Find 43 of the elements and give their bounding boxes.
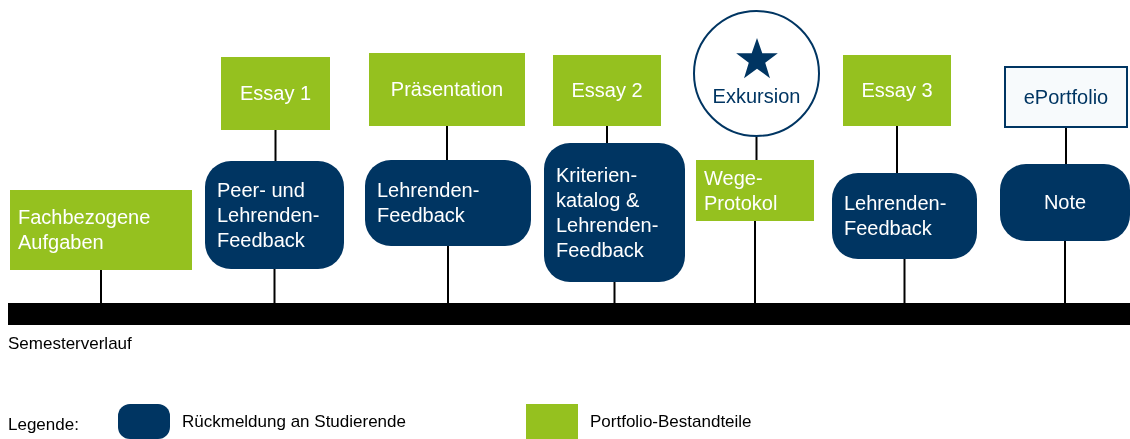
connector-line xyxy=(606,125,608,144)
connector-line xyxy=(1064,240,1066,304)
node-label: Note xyxy=(1042,190,1088,215)
feedback-box xyxy=(832,173,977,259)
axis-label: Semesterverlauf xyxy=(8,333,132,355)
node-label: Lehrenden-Feedback xyxy=(843,191,948,241)
connector-line xyxy=(613,281,616,304)
connector-line xyxy=(896,125,898,174)
feedback-box xyxy=(365,160,531,246)
connector-line xyxy=(903,258,906,304)
connector-line xyxy=(1065,127,1067,165)
portfolio-box xyxy=(369,53,525,126)
legend-title: Legende: xyxy=(8,414,79,436)
connector-line xyxy=(447,245,449,304)
portfolio-box xyxy=(696,160,814,221)
node-label: Exkursion xyxy=(711,84,802,109)
node-label: Essay 1 xyxy=(238,81,313,106)
node-label: Fachbezogene Aufgaben xyxy=(17,205,152,255)
timeline-bar xyxy=(8,303,1130,325)
portfolio-box xyxy=(553,55,661,126)
connector-line xyxy=(100,269,102,304)
portfolio-box xyxy=(10,190,192,270)
node-label: Präsentation xyxy=(389,77,505,102)
legend-label: Portfolio-Bestandteile xyxy=(590,410,752,433)
node-label: Lehrenden-Feedback xyxy=(376,178,481,228)
node-label: Peer- und Lehrenden-Feedback xyxy=(216,177,321,253)
connector-line xyxy=(273,268,276,304)
feedback-box xyxy=(1000,164,1130,241)
node-label: Essay 2 xyxy=(570,78,644,103)
final-box xyxy=(1004,66,1128,128)
portfolio-box xyxy=(221,57,330,130)
connector-line xyxy=(446,125,448,161)
node-label: Kriterien-katalog & Lehrenden-Feedback xyxy=(555,162,660,263)
connector-line xyxy=(274,129,277,162)
node-label: ePortfolio xyxy=(1022,84,1110,110)
node-label: Essay 3 xyxy=(860,78,934,103)
connector-line xyxy=(755,136,758,161)
feedback-box xyxy=(205,161,344,269)
portfolio-box xyxy=(843,55,951,126)
node-label: Wege-Protokol xyxy=(703,165,779,216)
connector-line xyxy=(754,220,756,304)
feedback-box xyxy=(544,143,685,282)
legend-label: Rückmeldung an Studierende xyxy=(182,410,406,433)
